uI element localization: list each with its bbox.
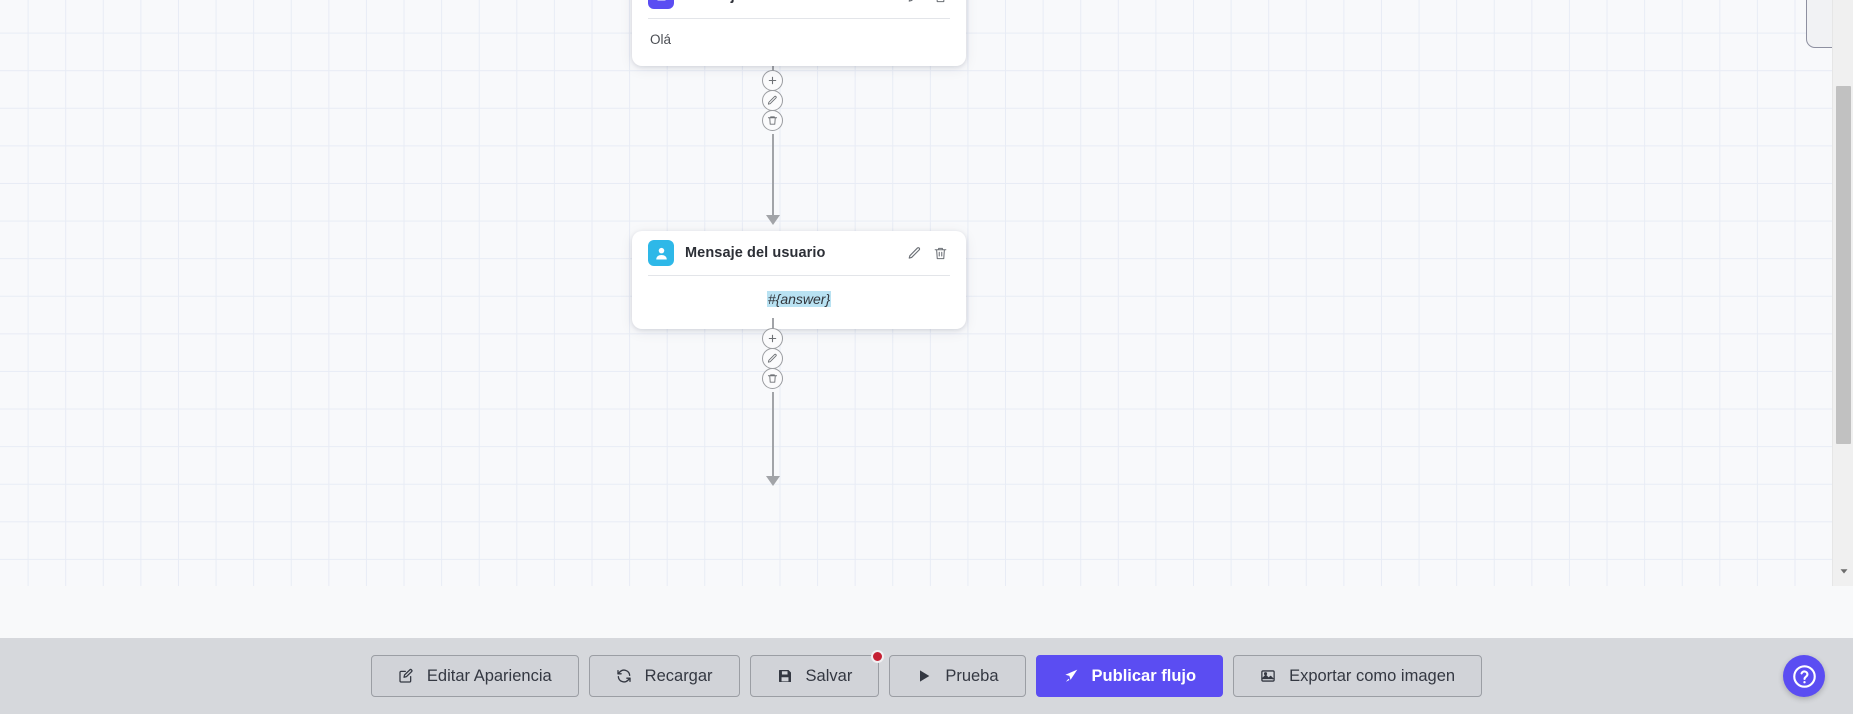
pencil-icon[interactable] bbox=[907, 0, 922, 4]
unsaved-changes-badge bbox=[871, 650, 885, 663]
node-header: Mensaje del usuario bbox=[632, 231, 966, 275]
robot-icon bbox=[648, 0, 674, 9]
node-user-message[interactable]: Mensaje del usuario #{answer} bbox=[632, 231, 966, 329]
edit-appearance-button[interactable]: Editar Apariencia bbox=[370, 655, 579, 697]
button-label: Publicar flujo bbox=[1091, 666, 1197, 685]
canvas-vertical-scrollbar[interactable] bbox=[1832, 0, 1853, 586]
publish-flow-button[interactable]: Publicar flujo bbox=[1035, 655, 1224, 697]
edit-edge-button[interactable] bbox=[762, 90, 783, 111]
flow-canvas[interactable]: Mensaje del Sistema Olá bbox=[0, 0, 1853, 586]
test-button[interactable]: Prueba bbox=[889, 655, 1026, 697]
node-divider bbox=[648, 18, 950, 19]
edit-edge-button[interactable] bbox=[762, 348, 783, 369]
trash-icon[interactable] bbox=[933, 0, 948, 4]
reload-button[interactable]: Recargar bbox=[588, 655, 740, 697]
node-title: Mensaje del Sistema bbox=[685, 0, 896, 4]
play-icon bbox=[920, 670, 930, 682]
node-actions bbox=[907, 0, 948, 4]
edge-segment bbox=[772, 392, 774, 481]
add-node-button[interactable] bbox=[762, 328, 783, 349]
help-button[interactable] bbox=[1783, 655, 1825, 697]
trash-icon[interactable] bbox=[933, 246, 948, 261]
variable-token: #{answer} bbox=[766, 291, 832, 307]
canvas-bottom-gap bbox=[0, 586, 1853, 638]
node-body: #{answer} bbox=[632, 276, 966, 329]
export-image-button[interactable]: Exportar como imagen bbox=[1233, 655, 1483, 697]
edge-arrow bbox=[766, 215, 780, 225]
image-icon bbox=[1261, 670, 1275, 682]
refresh-icon bbox=[617, 669, 631, 683]
edge-segment bbox=[772, 134, 774, 221]
node-header: Mensaje del Sistema bbox=[632, 0, 966, 18]
button-label: Exportar como imagen bbox=[1289, 666, 1456, 685]
button-label: Prueba bbox=[945, 666, 999, 685]
button-label: Editar Apariencia bbox=[426, 666, 552, 685]
delete-edge-button[interactable] bbox=[762, 110, 783, 131]
pencil-icon[interactable] bbox=[907, 246, 922, 261]
node-system-message[interactable]: Mensaje del Sistema Olá bbox=[632, 0, 966, 66]
rocket-icon bbox=[1064, 669, 1077, 682]
save-icon bbox=[778, 670, 791, 682]
scrollbar-thumb[interactable] bbox=[1836, 86, 1851, 444]
question-circle-icon bbox=[1792, 664, 1816, 688]
node-title: Mensaje del usuario bbox=[685, 245, 826, 261]
button-label: Salvar bbox=[805, 666, 853, 685]
delete-edge-button[interactable] bbox=[762, 368, 783, 389]
bottom-toolbar: Editar Apariencia Recargar Salvar Prueba bbox=[0, 638, 1853, 714]
button-label: Recargar bbox=[644, 666, 713, 685]
add-node-button[interactable] bbox=[762, 70, 783, 91]
node-actions bbox=[907, 246, 948, 261]
node-body: Olá bbox=[650, 32, 672, 47]
connector-actions-1 bbox=[762, 70, 783, 131]
node-divider bbox=[648, 275, 950, 276]
save-button[interactable]: Salvar bbox=[749, 650, 885, 697]
user-icon bbox=[648, 240, 674, 266]
edge-arrow bbox=[766, 476, 780, 486]
chevron-down-icon[interactable] bbox=[1833, 560, 1853, 582]
connector-actions-2 bbox=[762, 328, 783, 389]
edit-square-icon bbox=[399, 668, 413, 683]
